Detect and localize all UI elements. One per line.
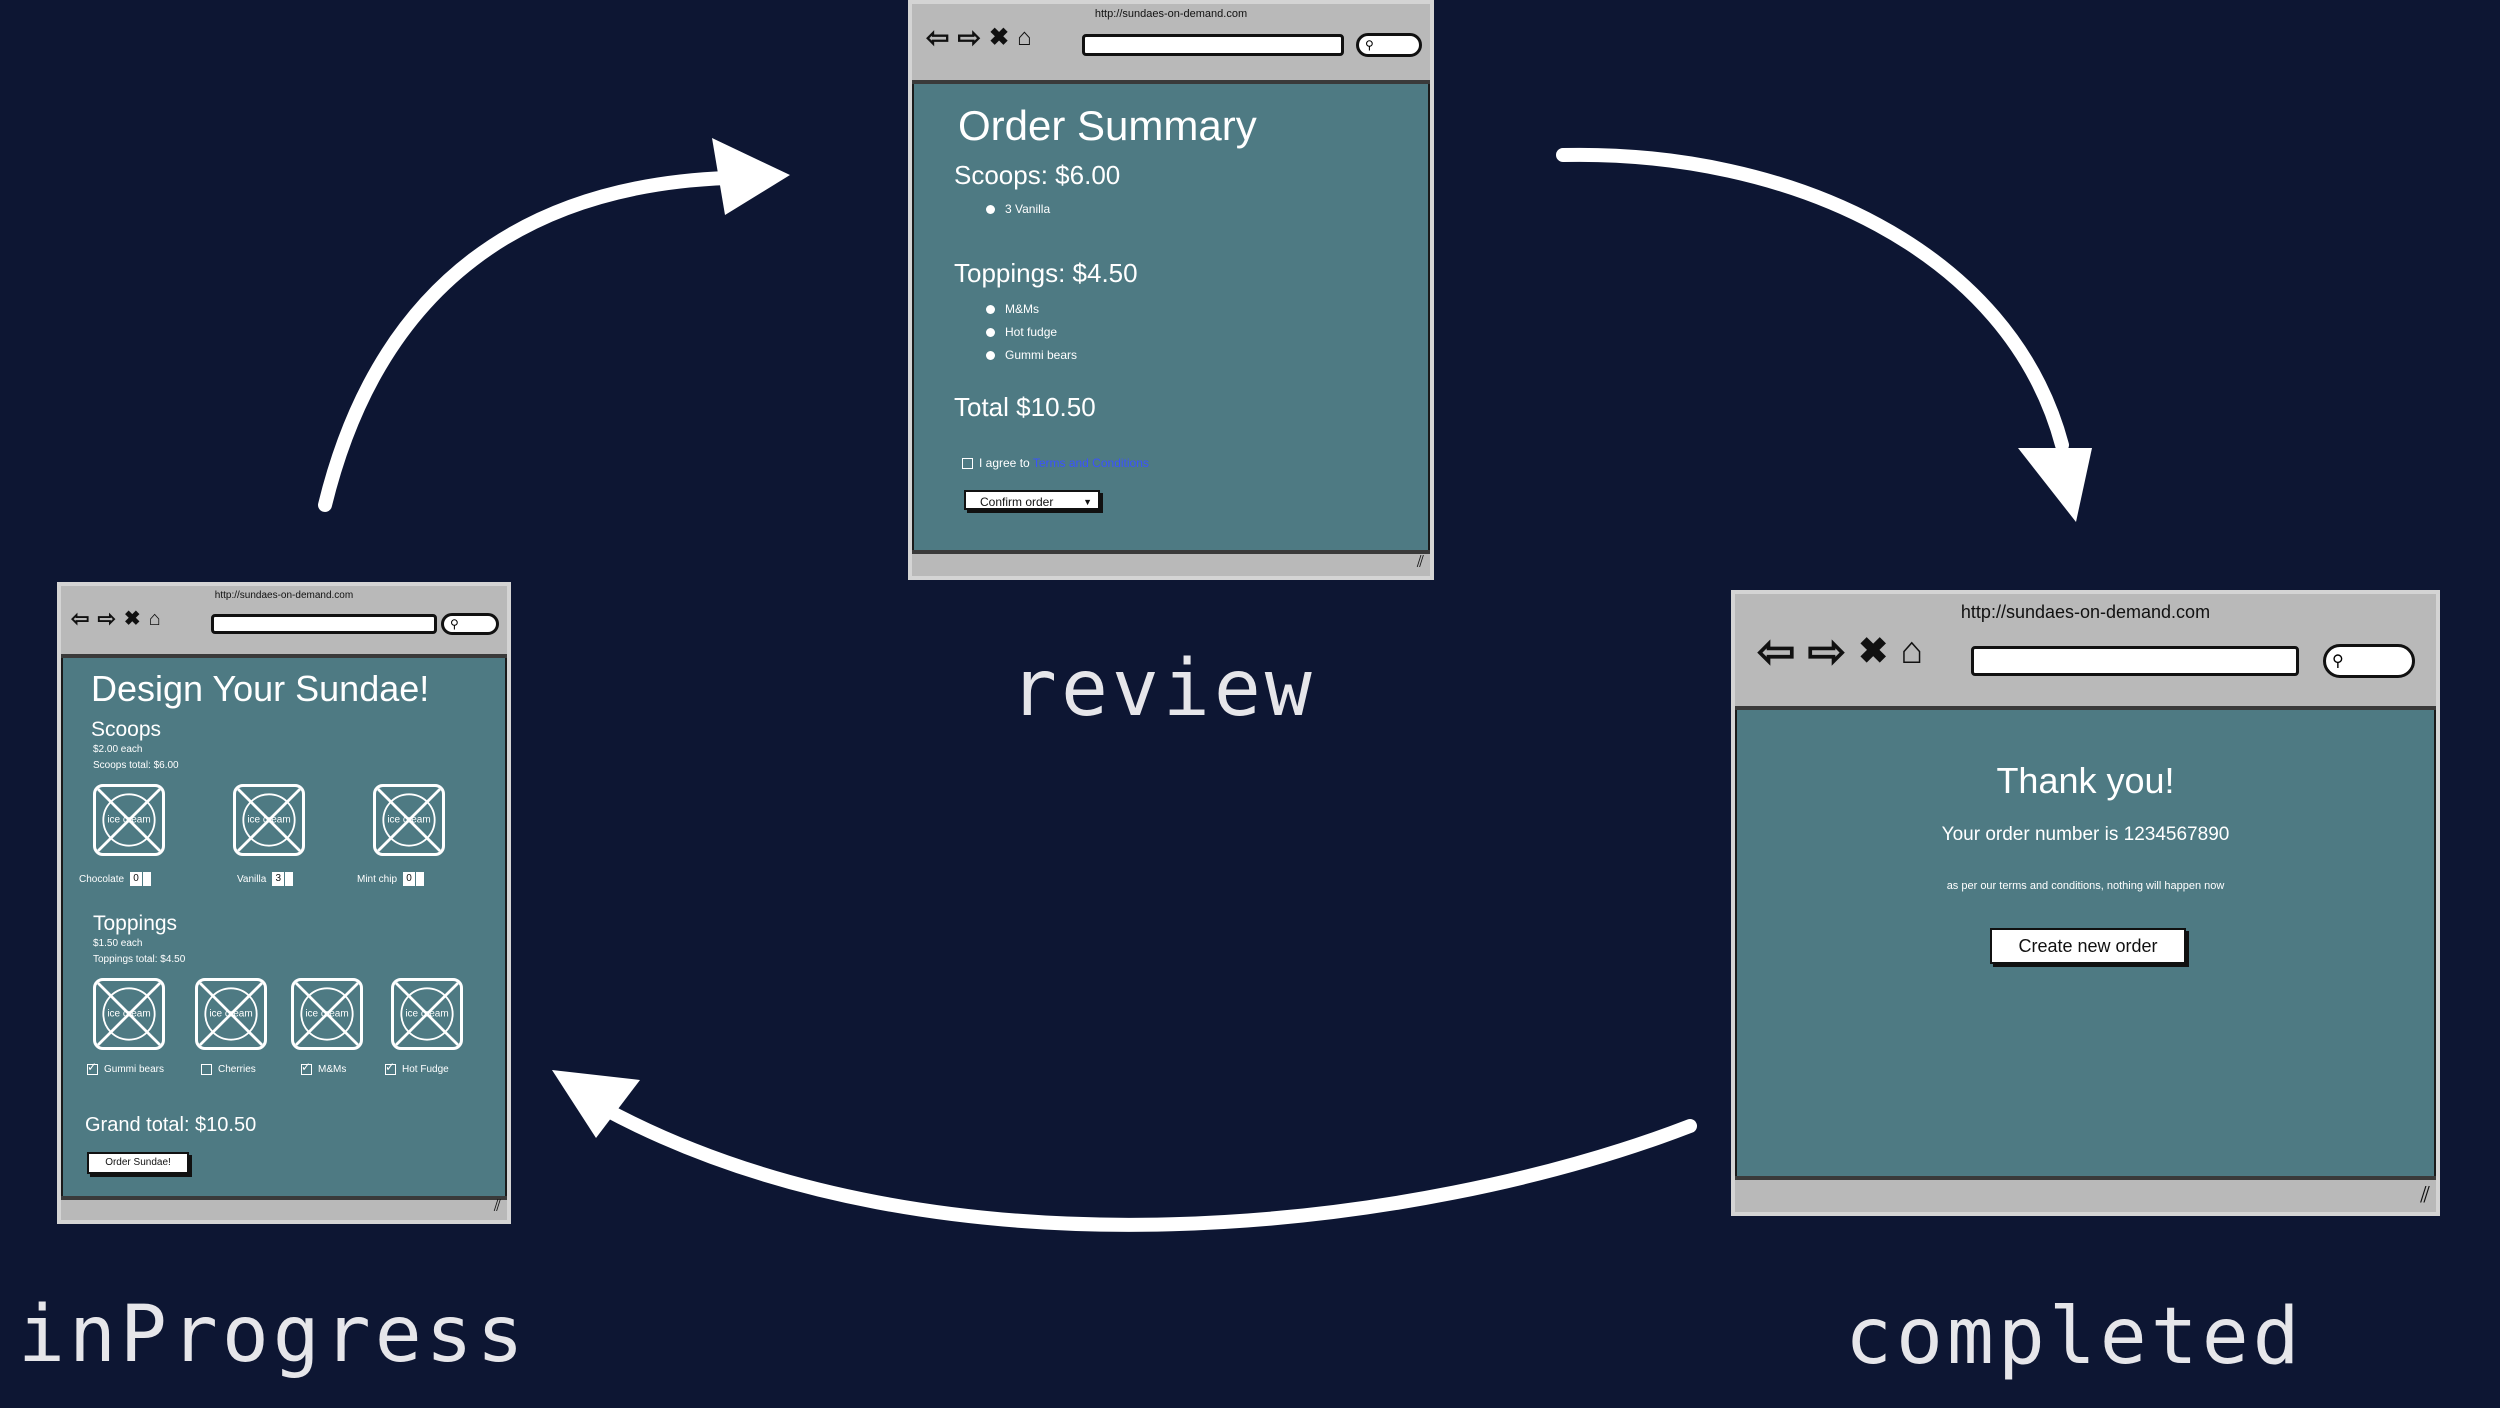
- close-icon[interactable]: ✖: [123, 608, 141, 630]
- mint-chip-quantity: Mint chip 0: [357, 872, 425, 886]
- search-icon: ⚲: [450, 617, 459, 631]
- gummi-bears-option[interactable]: Gummi bears: [87, 1060, 164, 1075]
- vanilla-quantity: Vanilla 3: [237, 872, 294, 886]
- scoops-heading: Scoops: [91, 718, 162, 741]
- chocolate-image: ice cream: [93, 784, 165, 856]
- resize-grip-icon[interactable]: ⫽: [1416, 554, 1424, 571]
- vanilla-image: ice cream: [233, 784, 305, 856]
- forward-arrow-icon[interactable]: ⇨: [1807, 625, 1847, 677]
- stage-label-inprogress: inProgress: [18, 1290, 528, 1380]
- forward-arrow-icon[interactable]: ⇨: [97, 606, 116, 631]
- arrow-inprogress-to-review: [318, 171, 735, 512]
- toppings-heading: Toppings: [93, 912, 178, 935]
- back-arrow-icon[interactable]: ⇦: [926, 22, 950, 53]
- toppings-price: $1.50 each: [93, 938, 143, 949]
- order-total: Total $10.50: [954, 392, 1096, 422]
- arrow-completed-to-inprogress: [596, 1101, 1697, 1232]
- review-browser-window: http://sundaes-on-demand.com ⇦ ⇨ ✖ ⌂ ⚲ O…: [908, 0, 1434, 580]
- checkbox-checked[interactable]: [385, 1060, 396, 1075]
- inprogress-page: Design Your Sundae! Scoops $2.00 each Sc…: [61, 658, 507, 1196]
- inprogress-browser-window: http://sundaes-on-demand.com ⇦ ⇨ ✖ ⌂ ⚲ D…: [57, 582, 511, 1224]
- browser-toolbar: http://sundaes-on-demand.com ⇦ ⇨ ✖ ⌂ ⚲: [61, 586, 507, 658]
- page-title: Order Summary: [958, 102, 1257, 149]
- search-box[interactable]: ⚲: [1356, 33, 1422, 57]
- topping-list-item: Gummi bears: [986, 348, 1077, 362]
- quantity-stepper[interactable]: 3: [272, 872, 285, 886]
- quantity-stepper[interactable]: 0: [130, 872, 143, 886]
- chocolate-quantity: Chocolate 0: [79, 872, 152, 886]
- arrowhead-inprogress: [552, 1070, 640, 1138]
- cherries-image: ice cream: [195, 978, 267, 1050]
- home-icon[interactable]: ⌂: [1017, 24, 1032, 51]
- scoops-price: $2.00 each: [93, 744, 143, 755]
- quantity-stepper[interactable]: 0: [403, 872, 416, 886]
- scoop-list-item: 3 Vanilla: [986, 202, 1050, 216]
- back-arrow-icon[interactable]: ⇦: [71, 606, 90, 631]
- address-bar[interactable]: [211, 614, 437, 634]
- search-box[interactable]: ⚲: [441, 613, 499, 635]
- resize-grip-icon[interactable]: ⫽: [2420, 1182, 2430, 1207]
- close-icon[interactable]: ✖: [1858, 630, 1889, 671]
- grand-total: Grand total: $10.50: [85, 1114, 257, 1136]
- mint-chip-image: ice cream: [373, 784, 445, 856]
- terms-note: as per our terms and conditions, nothing…: [1946, 880, 2225, 892]
- order-sundae-button[interactable]: Order Sundae!: [87, 1152, 189, 1174]
- resize-grip-icon[interactable]: ⫽: [493, 1198, 501, 1215]
- toppings-total: Toppings total: $4.50: [93, 954, 186, 965]
- close-icon[interactable]: ✖: [988, 24, 1010, 51]
- hot-fudge-option[interactable]: Hot Fudge: [385, 1060, 449, 1075]
- thank-you-title: Thank you!: [1996, 760, 2175, 801]
- status-bar: ⫽: [912, 550, 1430, 576]
- checkbox-checked[interactable]: [87, 1060, 98, 1075]
- review-page: Order Summary Scoops: $6.00 3 Vanilla To…: [912, 84, 1430, 550]
- gummi-bears-image: ice cream: [93, 978, 165, 1050]
- mms-option[interactable]: M&Ms: [301, 1060, 346, 1075]
- topping-list-item: M&Ms: [986, 302, 1039, 316]
- search-box[interactable]: ⚲: [2323, 644, 2415, 678]
- status-bar: ⫽: [61, 1196, 507, 1220]
- hot-fudge-image: ice cream: [391, 978, 463, 1050]
- back-arrow-icon[interactable]: ⇦: [1757, 625, 1796, 677]
- arrow-review-to-completed: [1556, 147, 2069, 452]
- browser-toolbar: http://sundaes-on-demand.com ⇦ ⇨ ✖ ⌂ ⚲: [1735, 594, 2436, 710]
- stepper-arrows-icon[interactable]: [143, 872, 152, 886]
- address-bar[interactable]: [1971, 646, 2299, 676]
- confirm-order-button[interactable]: Confirm order ▼: [964, 490, 1100, 510]
- search-icon: ⚲: [1365, 38, 1374, 52]
- arrowhead-review: [712, 138, 790, 215]
- order-number: Your order number is 1234567890: [1941, 824, 2230, 845]
- page-title: Design Your Sundae!: [91, 668, 430, 709]
- home-icon[interactable]: ⌂: [1900, 630, 1924, 672]
- url-text: http://sundaes-on-demand.com: [214, 590, 354, 601]
- url-text: http://sundaes-on-demand.com: [1960, 602, 2211, 622]
- forward-arrow-icon[interactable]: ⇨: [957, 22, 981, 53]
- topping-list-item: Hot fudge: [986, 325, 1057, 339]
- cherries-option[interactable]: Cherries: [201, 1064, 256, 1075]
- terms-agreement: I agree to Terms and Conditions: [962, 456, 1149, 470]
- scoops-total: Scoops total: $6.00: [93, 760, 179, 771]
- stage-label-completed: completed: [1845, 1292, 2304, 1382]
- scoops-heading: Scoops: $6.00: [954, 160, 1121, 190]
- stage-label-review: review: [1010, 644, 1316, 734]
- checkbox-checked[interactable]: [301, 1060, 312, 1075]
- mms-image: ice cream: [291, 978, 363, 1050]
- url-text: http://sundaes-on-demand.com: [1094, 8, 1248, 20]
- arrowhead-completed: [2018, 448, 2092, 522]
- stepper-arrows-icon[interactable]: [285, 872, 294, 886]
- checkbox-unchecked[interactable]: [201, 1064, 212, 1075]
- dropdown-arrow-icon: ▼: [1083, 497, 1092, 507]
- create-new-order-button[interactable]: Create new order: [1990, 928, 2186, 964]
- terms-checkbox[interactable]: [962, 458, 973, 470]
- completed-page: Thank you! Your order number is 12345678…: [1735, 710, 2436, 1176]
- browser-toolbar: http://sundaes-on-demand.com ⇦ ⇨ ✖ ⌂ ⚲: [912, 4, 1430, 84]
- home-icon[interactable]: ⌂: [148, 608, 161, 630]
- toppings-heading: Toppings: $4.50: [954, 258, 1138, 288]
- terms-link[interactable]: Terms and Conditions: [1032, 456, 1149, 470]
- address-bar[interactable]: [1082, 34, 1344, 56]
- search-icon: ⚲: [2332, 653, 2344, 670]
- stepper-arrows-icon[interactable]: [416, 872, 425, 886]
- status-bar: ⫽: [1735, 1176, 2436, 1212]
- completed-browser-window: http://sundaes-on-demand.com ⇦ ⇨ ✖ ⌂ ⚲ T…: [1731, 590, 2440, 1216]
